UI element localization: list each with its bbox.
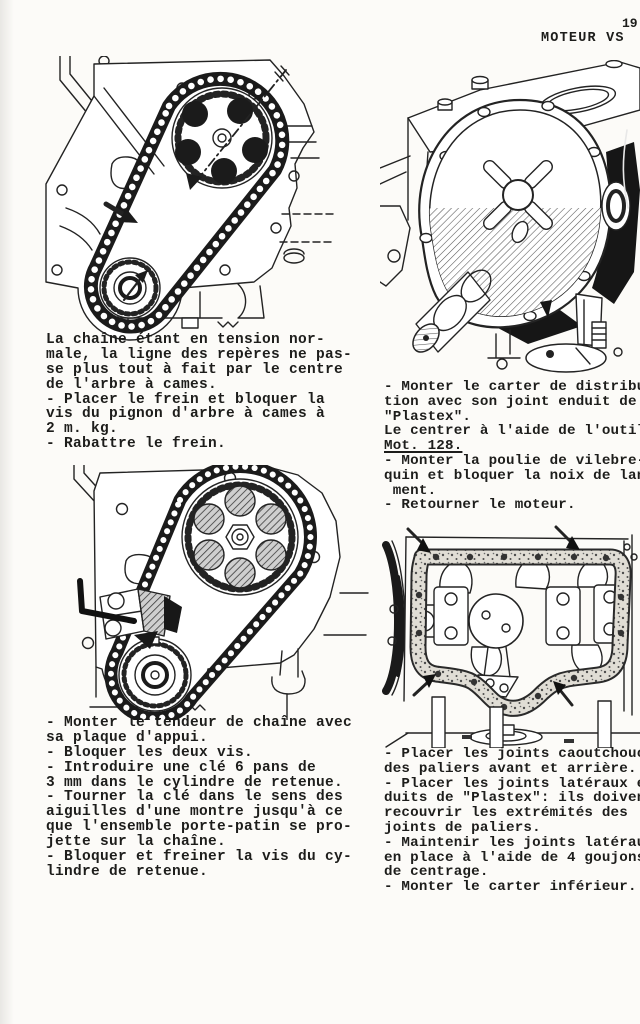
text-line: recouvrir les extrémités des — [384, 805, 628, 822]
text-line: de l'arbre à cames. — [46, 376, 218, 393]
text-line: - Placer le frein et bloquer la — [46, 391, 326, 408]
text-line: duits de "Plastex": ils doivent — [384, 790, 640, 807]
text-line: jette sur la chaîne. — [46, 834, 227, 851]
text-line: - Tourner la clé dans le sens des — [46, 789, 344, 806]
engine-stand — [385, 696, 640, 748]
alignment-mark-line — [186, 65, 290, 190]
text-line: male, la ligne des repères ne pas- — [46, 346, 353, 363]
text-line: - Introduire une clé 6 pans de — [46, 759, 317, 776]
shadow-bottom — [498, 310, 582, 344]
figure-timing-chain-marks — [45, 56, 337, 341]
scan-edge-shadow — [0, 0, 14, 1024]
flywheel-edge — [382, 540, 406, 696]
text-line: Le centrer à l'aide de l'outil — [384, 423, 640, 440]
text-line: vis du pignon d'arbre à cames à — [46, 406, 326, 423]
text-line: - Placer les joints caoutchouc — [384, 746, 640, 762]
allen-key — [77, 578, 137, 624]
crankshaft-snout — [412, 269, 492, 353]
text-line: - Bloquer les deux vis. — [46, 744, 254, 761]
figure-bearing-gaskets — [382, 525, 640, 748]
text-line: aiguilles d'une montre jusqu'à ce — [46, 804, 344, 821]
engine-mount-bracket — [380, 155, 411, 287]
camshaft-sprocket — [181, 478, 299, 596]
text-line: joints de paliers. — [384, 819, 541, 836]
timing-chain — [104, 465, 317, 720]
text-line: en place à l'aide de 4 goujons — [384, 849, 640, 866]
bottom-parts — [487, 129, 629, 373]
text-line: - Bloquer et freiner la vis du cy- — [46, 849, 353, 866]
paragraph-chain-tension: La chaîne étant en tension nor-male, la … — [46, 333, 352, 452]
text-line: de centrage. — [384, 864, 489, 881]
text-line: que l'ensemble porte-patin se pro- — [46, 819, 353, 836]
text-line: tion avec son joint enduit de — [384, 393, 637, 410]
text-line: - Retourner le moteur. — [384, 497, 576, 514]
text-line: - Rabattre le frein. — [46, 436, 227, 453]
text-line: - Monter le tendeur de chaîne avec — [46, 715, 353, 731]
text-line: "Plastex". — [384, 408, 472, 425]
text-line: se plus tout à fait par le centre — [46, 361, 344, 378]
text-line: lindre de retenue. — [46, 863, 209, 880]
text-line: - Monter le carter inférieur. — [384, 879, 637, 896]
crankshaft-sprocket — [99, 257, 161, 319]
crankshaft-sprocket — [118, 636, 192, 712]
text-line: des paliers avant et arrière. — [384, 760, 637, 777]
section-title: MOTEUR VS — [541, 31, 625, 46]
text-line: quin et bloquer la noix de lance- — [384, 467, 640, 484]
text-line: ment. — [384, 482, 437, 499]
timing-chain — [83, 71, 290, 334]
figure-timing-cover-gasket — [380, 60, 640, 373]
text-line: La chaîne étant en tension nor- — [46, 332, 326, 348]
camshaft-sprocket — [171, 87, 273, 189]
text-line: - Placer les joints latéraux en- — [384, 775, 640, 792]
figure-chain-tensioner — [73, 465, 369, 720]
paragraph-cover-install: - Monter le carter de distribu-tion avec… — [384, 380, 640, 513]
text-line: - Monter le carter de distribu- — [384, 379, 640, 395]
text-line: - Maintenir les joints latéraux — [384, 834, 640, 851]
crankshaft-seal-boss — [601, 181, 631, 231]
text-line: sa plaque d'appui. — [46, 729, 209, 746]
page-number: 19 — [622, 16, 638, 31]
text-line: - Monter la poulie de vilebre- — [384, 452, 640, 469]
oil-pan-gasket — [409, 548, 632, 717]
text-line: 3 mm dans le cylindre de retenue. — [46, 774, 344, 791]
chain-pointer-arrow — [103, 201, 138, 223]
text-line: Mot. 128. — [384, 438, 463, 455]
text-line: 2 m. kg. — [46, 421, 119, 438]
gasket-arrows — [406, 525, 580, 707]
